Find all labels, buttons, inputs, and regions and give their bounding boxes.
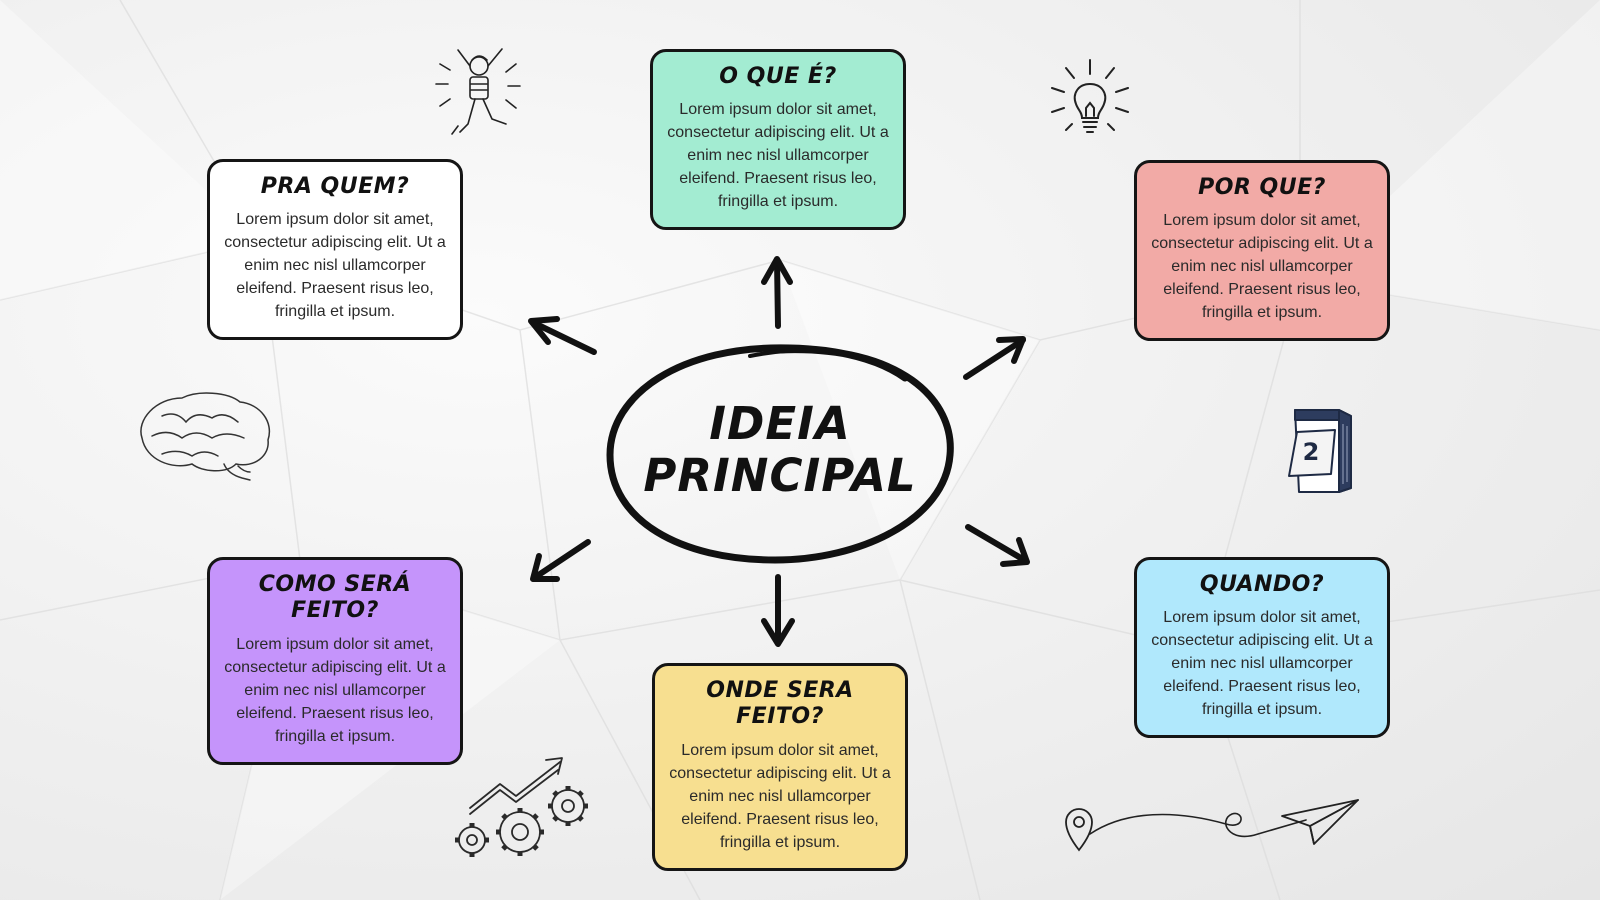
jumping-person-icon (435, 48, 521, 135)
box-pra-quem: PRA QUEM? Lorem ipsum dolor sit amet, co… (207, 159, 463, 341)
calendar-icon: 2 (1288, 409, 1352, 493)
paper-plane-icon (1281, 799, 1359, 845)
arrow-down (761, 574, 795, 647)
route-line (1089, 812, 1307, 838)
box-o-que-e: O QUE É? Lorem ipsum dolor sit amet, con… (650, 49, 906, 231)
box-quando: QUANDO? Lorem ipsum dolor sit amet, cons… (1134, 557, 1390, 739)
box-title: ONDE SERA FEITO? (706, 678, 854, 730)
calendar-number: 2 (1303, 438, 1320, 466)
box-body: Lorem ipsum dolor sit amet, consectetur … (224, 635, 446, 745)
growth-gears-icon (455, 757, 588, 857)
light-bulb-icon (1051, 59, 1129, 133)
box-title: PRA QUEM? (260, 174, 410, 199)
brain-icon (140, 392, 271, 481)
box-title: QUANDO? (1199, 572, 1325, 597)
box-body: Lorem ipsum dolor sit amet, consectetur … (667, 101, 889, 211)
arrow-up-right (963, 336, 1026, 380)
box-body: Lorem ipsum dolor sit amet, consectetur … (1151, 212, 1373, 322)
box-como-sera-feito: COMO SERÁ FEITO? Lorem ipsum dolor sit a… (207, 557, 463, 765)
box-body: Lorem ipsum dolor sit amet, consectetur … (669, 741, 891, 851)
arrow-up-left (528, 316, 597, 355)
center-ellipse (606, 344, 954, 564)
arrow-up (761, 256, 793, 329)
center-title: IDEIA PRINCIPAL (610, 398, 950, 502)
box-title: COMO SERÁ FEITO? (258, 572, 412, 624)
center-title-line1: IDEIA (709, 397, 851, 450)
box-onde-sera-feito: ONDE SERA FEITO? Lorem ipsum dolor sit a… (652, 663, 908, 871)
box-title: POR QUE? (1198, 175, 1326, 200)
box-body: Lorem ipsum dolor sit amet, consectetur … (1151, 609, 1373, 719)
box-title: O QUE É? (719, 64, 837, 89)
map-pin-icon (1065, 808, 1093, 852)
arrow-down-right (965, 524, 1030, 567)
center-title-line2: PRINCIPAL (643, 449, 917, 502)
box-por-que: POR QUE? Lorem ipsum dolor sit amet, con… (1134, 160, 1390, 342)
arrow-down-left (530, 539, 591, 582)
box-body: Lorem ipsum dolor sit amet, consectetur … (224, 211, 446, 321)
